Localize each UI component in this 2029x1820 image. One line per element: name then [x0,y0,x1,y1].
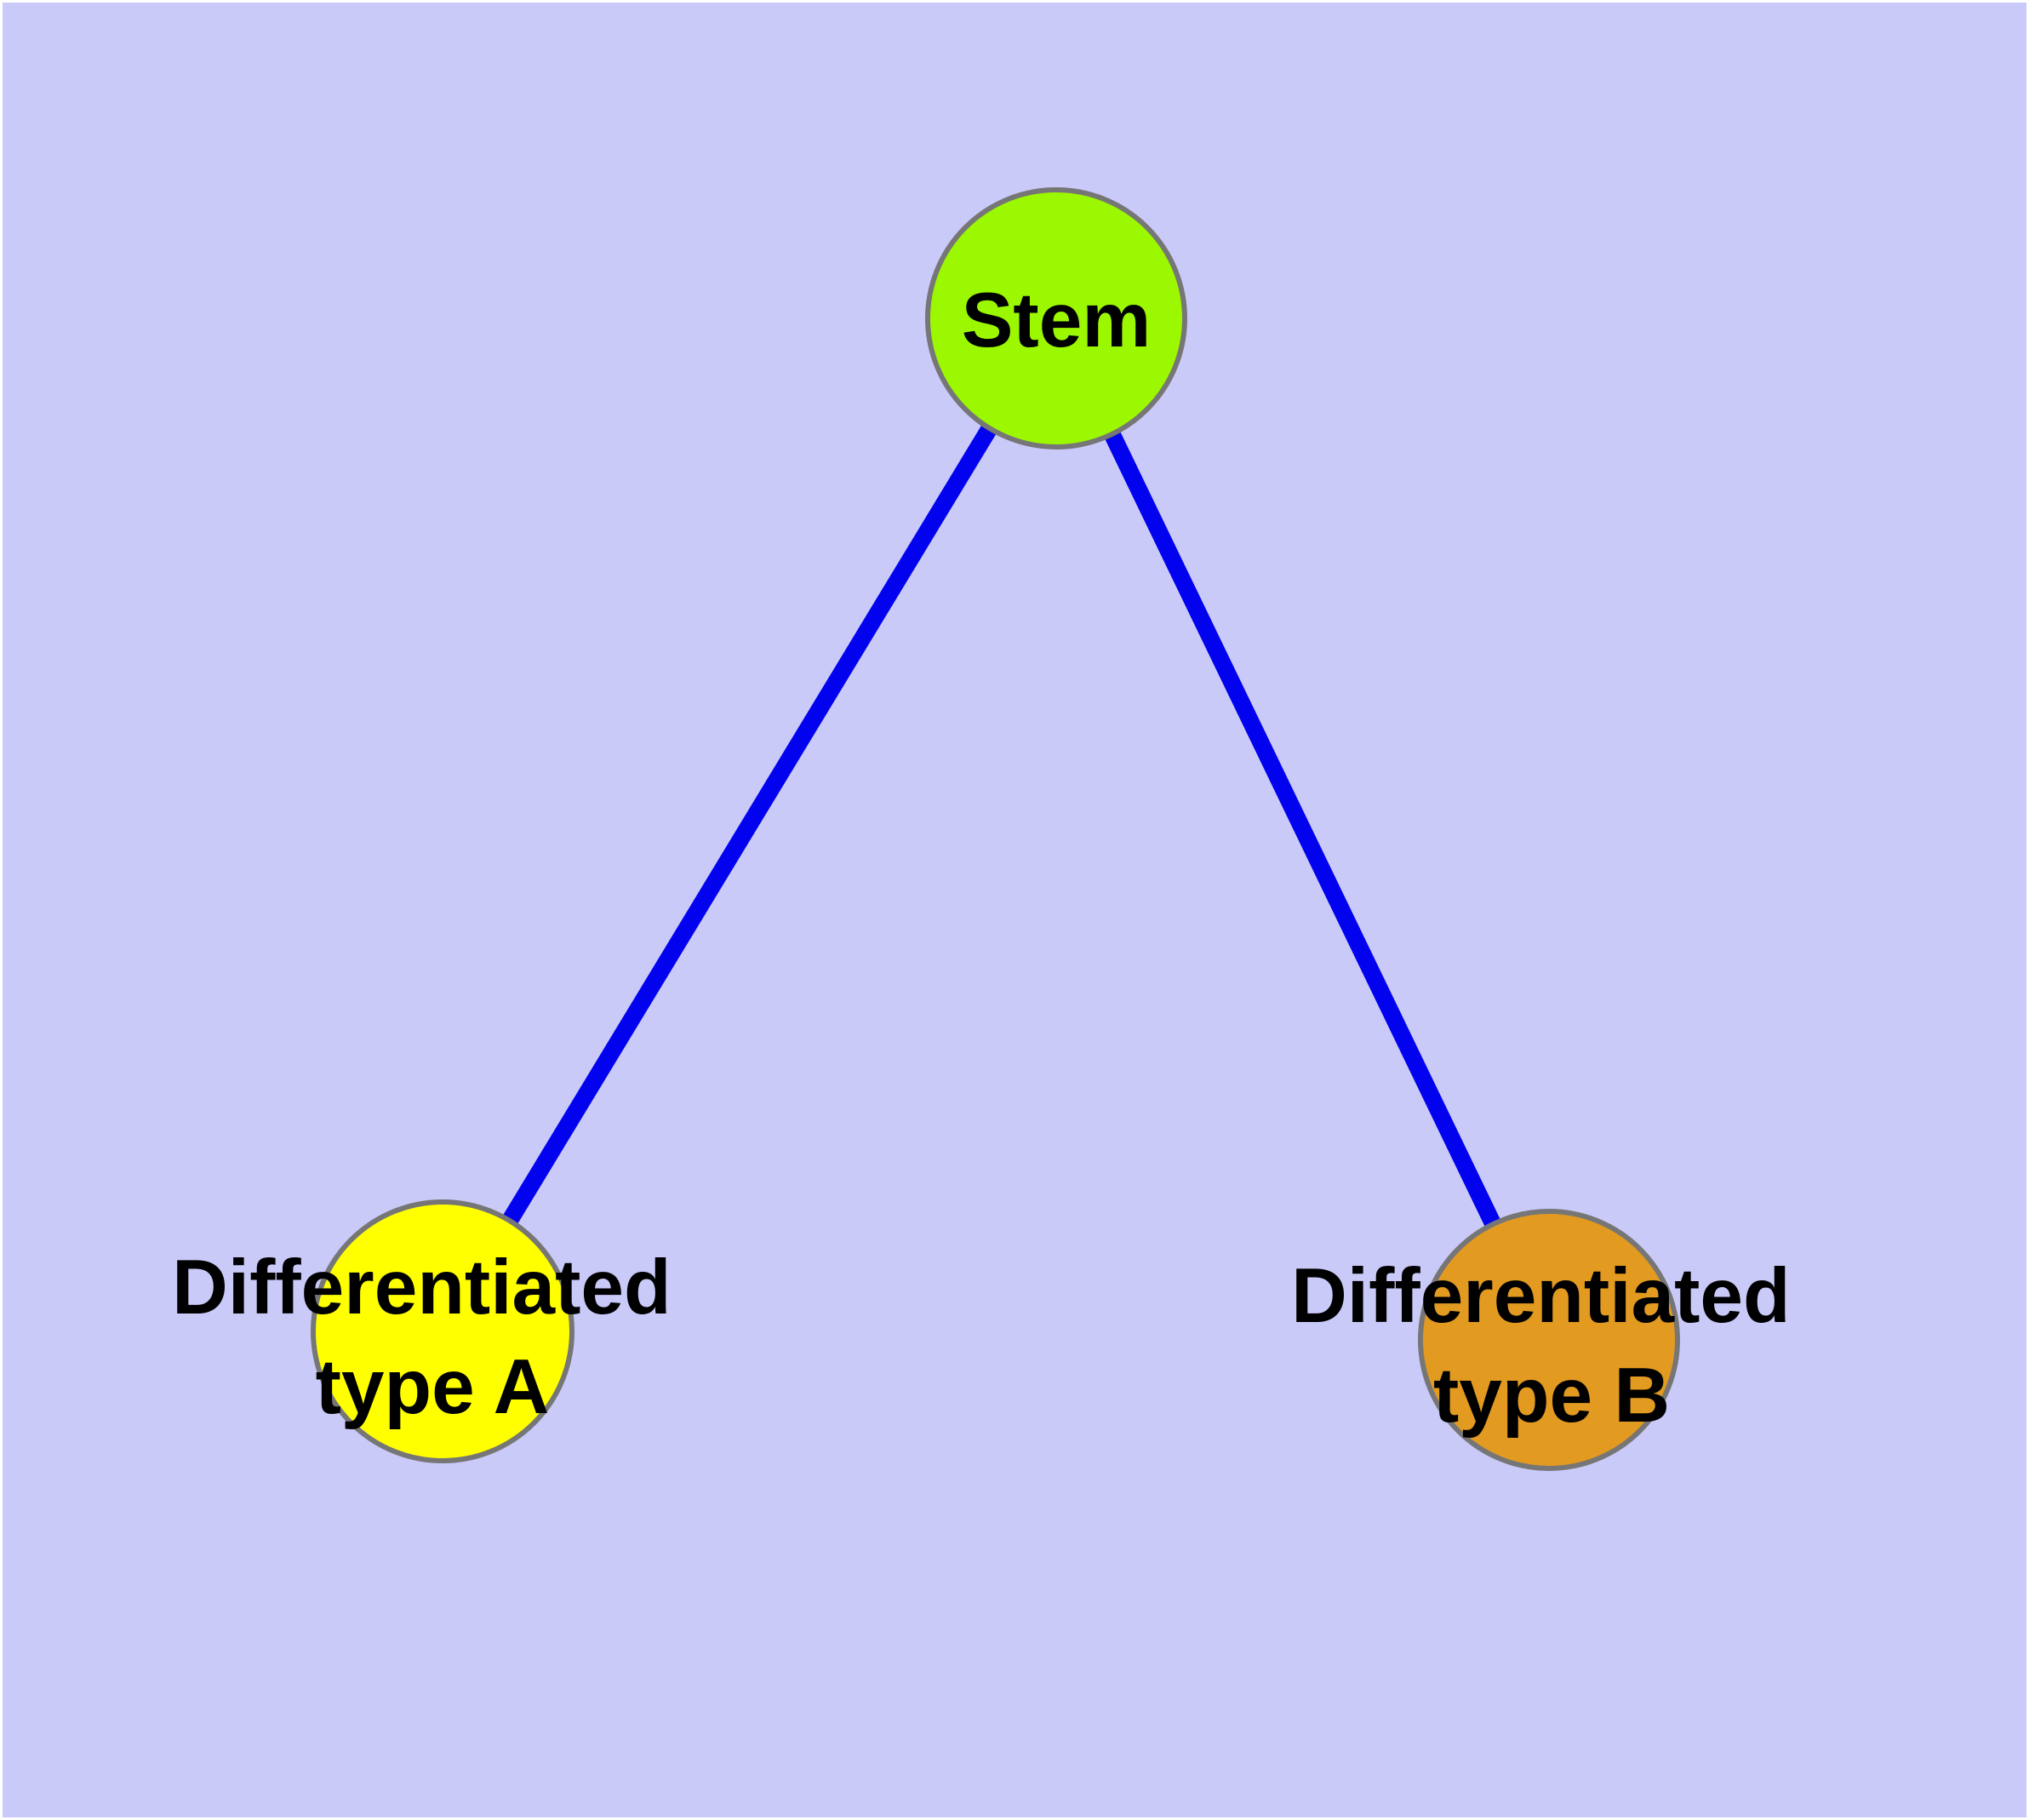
edge-stem-to-type-b [1048,314,1557,1344]
node-type-b-label: Differentiated type B [1291,1253,1812,1439]
node-type-b-label-line2: type B [1433,1353,1670,1439]
node-type-a-label-line1: Differentiated [172,1245,672,1331]
edge-stem-to-type-a [435,313,1064,1336]
node-type-a [311,1199,574,1463]
node-stem [925,187,1187,449]
node-type-a-label: Differentiated type A [172,1245,693,1430]
node-type-a-label-line2: type A [316,1344,550,1430]
node-type-b-label-line1: Differentiated [1291,1253,1791,1339]
node-stem-label: Stem [962,278,1152,363]
node-type-b [1418,1209,1680,1471]
